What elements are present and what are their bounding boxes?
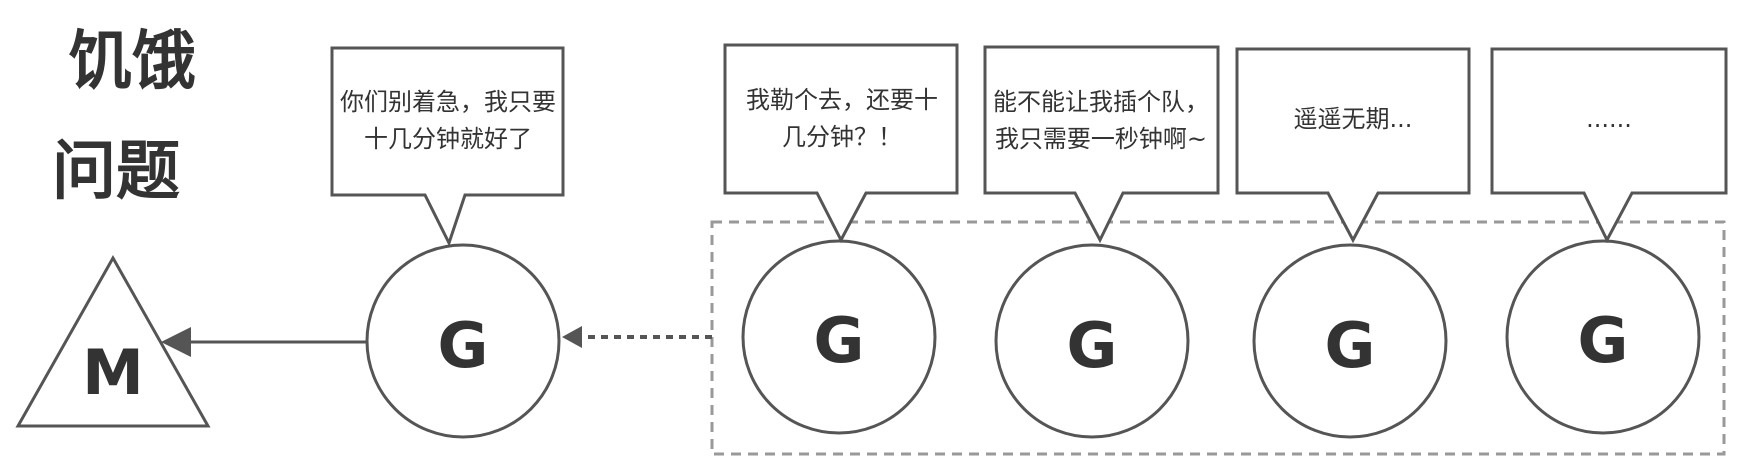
speech-bubble-queue-1 xyxy=(723,43,959,244)
queued-goroutine-label-4: G xyxy=(1577,303,1629,377)
speech-text-running: 你们别着急，我只要十几分钟就好了 xyxy=(340,87,556,153)
machine-label: M xyxy=(82,335,144,409)
queued-goroutine-circle-3 xyxy=(1252,243,1448,439)
queued-goroutine-circle-4 xyxy=(1505,239,1701,435)
queued-goroutine-label-3: G xyxy=(1324,308,1376,382)
speech-bubble-running xyxy=(330,46,565,247)
queued-goroutine-label-1: G xyxy=(813,303,865,377)
speech-text-queue-1: 我勒个去，还要十几分钟？！ xyxy=(746,85,938,151)
title-line-2: 问题 xyxy=(52,135,180,209)
running-goroutine-label: G xyxy=(437,308,489,382)
queued-goroutine-circle-2 xyxy=(994,243,1190,439)
speech-text-queue-4: ...... xyxy=(1586,105,1632,134)
running-goroutine-circle xyxy=(365,243,561,439)
speech-bubble-queue-3 xyxy=(1235,47,1471,244)
speech-text-queue-2: 能不能让我插个队，我只需要一秒钟啊~ xyxy=(993,87,1209,153)
speech-bubble-queue-4 xyxy=(1490,47,1728,244)
title-line-1: 饥饿 xyxy=(68,25,196,99)
speech-bubble-queue-2 xyxy=(983,45,1220,244)
arrow-queue-to-g-head xyxy=(562,326,582,348)
queued-goroutine-label-2: G xyxy=(1066,308,1118,382)
queued-goroutine-circle-1 xyxy=(741,239,937,435)
speech-text-queue-3: 遥遥无期... xyxy=(1293,105,1413,134)
machine-triangle xyxy=(15,254,211,428)
